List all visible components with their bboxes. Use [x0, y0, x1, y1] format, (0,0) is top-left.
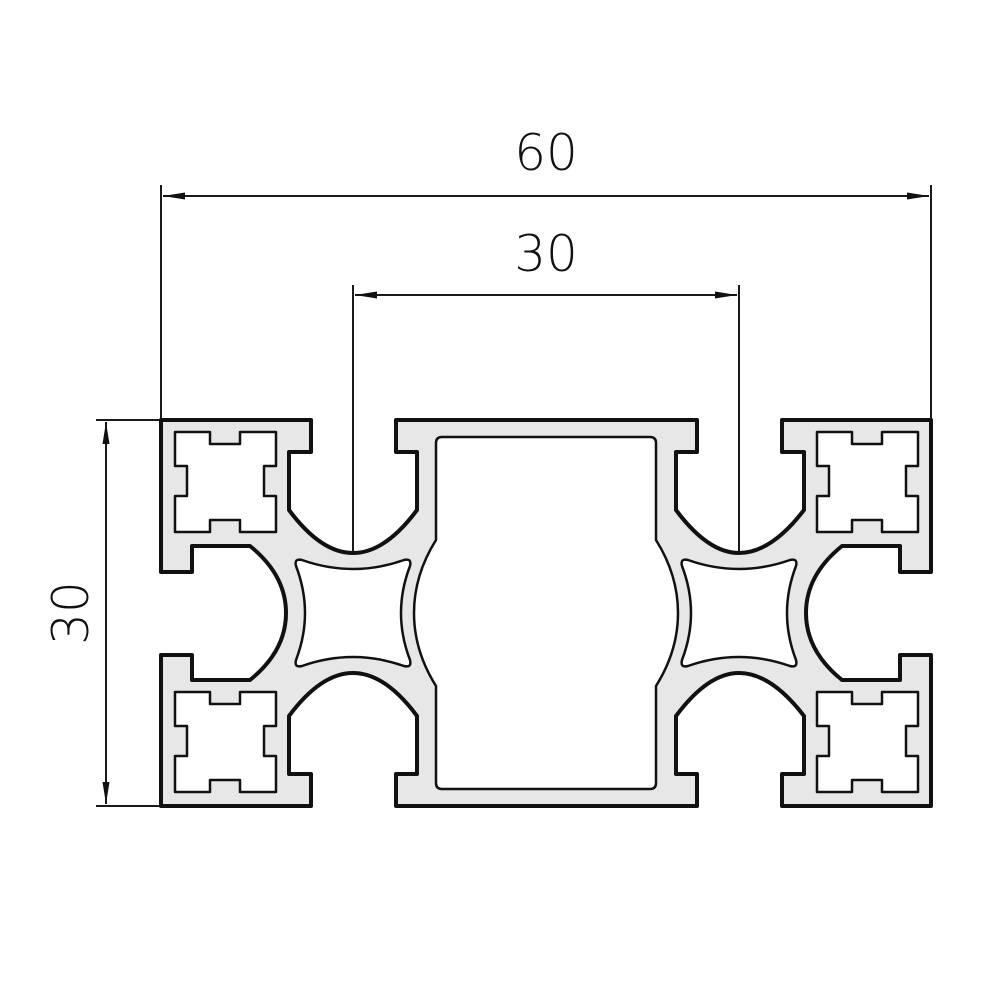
- profile-cross-section: [159, 418, 933, 808]
- core-chamber-top-right: [815, 430, 920, 534]
- dimension-label-overall: 60: [514, 124, 578, 182]
- right-node-chamber: [680, 558, 798, 668]
- core-chamber-top-left: [173, 430, 278, 534]
- left-node-chamber: [294, 558, 412, 668]
- dimension-label-center: 30: [514, 225, 578, 283]
- corner-core-bottom-left: [173, 690, 278, 794]
- corner-core-top-right: [815, 430, 920, 534]
- dimension-height: 30: [42, 419, 160, 807]
- core-chamber-bottom-right: [815, 690, 920, 794]
- dimension-overall-width: 60: [160, 124, 932, 420]
- dimension-center-width: 30: [352, 225, 740, 552]
- dimension-label-height: 30: [42, 581, 100, 645]
- corner-core-top-left: [173, 430, 278, 534]
- center-chamber: [412, 435, 680, 791]
- corner-core-bottom-right: [815, 690, 920, 794]
- core-chamber-bottom-left: [173, 690, 278, 794]
